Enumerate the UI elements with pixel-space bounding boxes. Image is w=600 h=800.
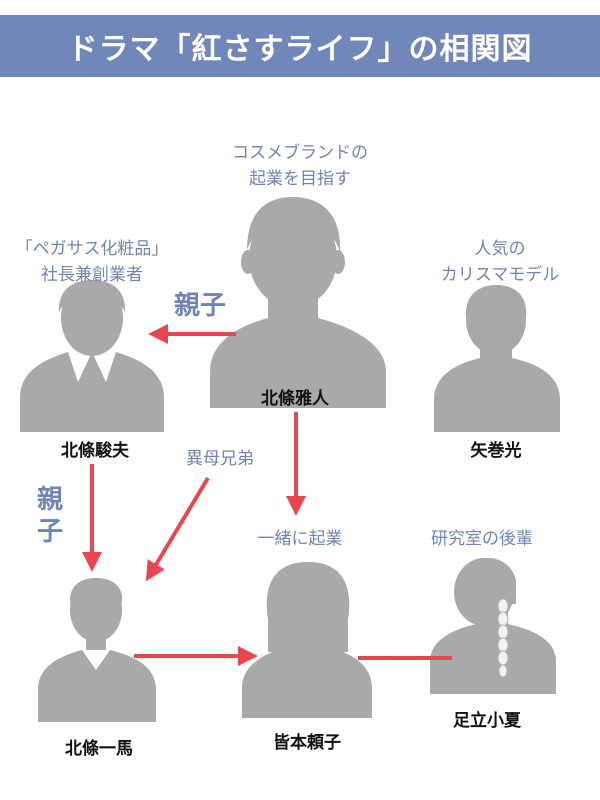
hikaru-note-line-2: カリスマモデル [440, 265, 560, 285]
konatsu-name: 足立小夏 [453, 711, 521, 731]
masato-note: コスメブランドの 起業を目指す [200, 140, 400, 192]
hikaru-note-line-1: 人気の [474, 239, 526, 259]
toshio-note: 「ペガサス化粧品」 社長兼創業者 [2, 236, 182, 288]
masato-silhouette [210, 197, 386, 408]
relation-junior: 研究室の後輩 [431, 529, 533, 549]
kazuma-silhouette [38, 578, 156, 722]
toshio-name: 北條駿夫 [61, 441, 129, 461]
hikaru-name: 矢巻光 [470, 441, 522, 461]
page-title: ドラマ「紅さすライフ」の相関図 [67, 32, 533, 67]
toshio-note-line-1: 「ペガサス化粧品」 [15, 239, 169, 259]
masato-note-line-1: コスメブランドの [232, 143, 368, 163]
kazuma-name: 北條一馬 [65, 739, 133, 759]
relation-cofounders: 一緒に起業 [257, 529, 343, 549]
relation-child-char: 子 [36, 517, 63, 547]
hikaru-silhouette [434, 285, 560, 432]
masato-note-line-2: 起業を目指す [249, 169, 351, 189]
hikaru-note: 人気の カリスマモデル [420, 236, 580, 288]
yoriko-silhouette [242, 562, 372, 718]
braid-icon [497, 598, 509, 678]
konatsu-silhouette [430, 557, 556, 694]
masato-name: 北條雅人 [261, 389, 329, 409]
yoriko-name: 皆本頼子 [273, 733, 341, 753]
relation-parent-char: 親 [36, 485, 63, 515]
arrow-half-brothers [145, 476, 210, 582]
relation-parent-child-top: 親子 [173, 291, 226, 321]
toshio-silhouette [20, 280, 164, 432]
title-bar: ドラマ「紅さすライフ」の相関図 [0, 15, 600, 77]
relation-half-brothers: 異母兄弟 [186, 449, 254, 469]
relation-parent-child-left: 親 子 [30, 484, 70, 548]
toshio-note-line-2: 社長兼創業者 [41, 265, 143, 285]
